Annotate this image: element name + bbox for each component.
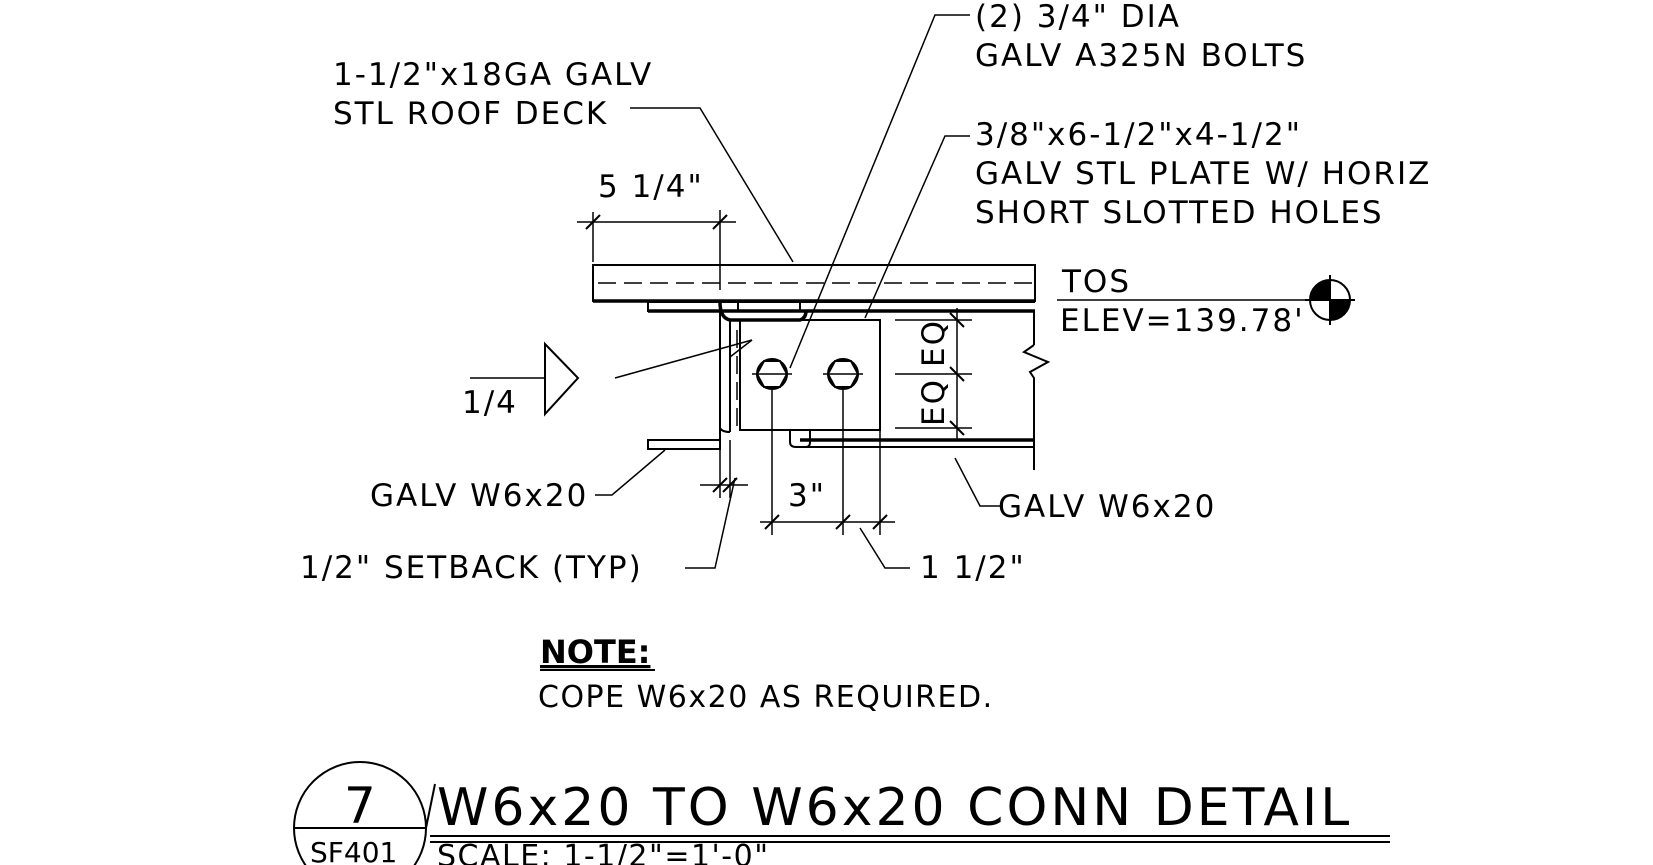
elevation-marker	[1305, 275, 1355, 325]
callout-beam-right: GALV W6x20	[998, 489, 1216, 525]
callout-plate-line3: SHORT SLOTTED HOLES	[975, 195, 1384, 231]
callout-bolts-line1: (2) 3/4" DIA	[975, 0, 1181, 35]
roof-deck	[592, 264, 1036, 303]
dimension-eq-upper: EQ	[916, 319, 952, 367]
callout-edge-distance: 1 1/2"	[920, 550, 1026, 586]
dimension-top	[577, 210, 736, 290]
callout-beam-left: GALV W6x20	[370, 478, 588, 514]
detail-number: 7	[344, 777, 376, 835]
dimension-bottom	[700, 390, 895, 535]
dimension-eq-lower: EQ	[916, 378, 952, 426]
callout-bolts-line2: GALV A325N BOLTS	[975, 38, 1307, 74]
sheet-number: SF401	[310, 836, 397, 865]
dimension-3-inch: 3"	[788, 478, 826, 514]
dimension-5-1-4: 5 1/4"	[598, 169, 704, 205]
callout-plate-line2: GALV STL PLATE W/ HORIZ	[975, 156, 1431, 192]
note-text: COPE W6x20 AS REQUIRED.	[538, 680, 994, 715]
callout-plate-line1: 3/8"x6-1/2"x4-1/2"	[975, 117, 1302, 153]
callout-setback: 1/2" SETBACK (TYP)	[300, 550, 643, 586]
callout-deck-line2: STL ROOF DECK	[333, 96, 608, 132]
note-heading: NOTE:	[540, 633, 650, 671]
supported-beam	[647, 301, 808, 450]
bolt-1	[752, 358, 792, 390]
callout-elevation: ELEV=139.78'	[1060, 303, 1305, 339]
callout-deck-line1: 1-1/2"x18GA GALV	[333, 57, 653, 93]
callout-tos: TOS	[1061, 264, 1131, 300]
detail-bubble	[293, 761, 436, 865]
detail-scale: SCALE: 1-1/2"=1'-0"	[437, 839, 770, 865]
callout-weld-size: 1/4	[462, 385, 518, 421]
dimension-eq	[895, 308, 972, 440]
leader-lines	[470, 14, 1350, 569]
bolt-2	[823, 358, 863, 390]
detail-title: W6x20 TO W6x20 CONN DETAIL	[437, 778, 1352, 838]
